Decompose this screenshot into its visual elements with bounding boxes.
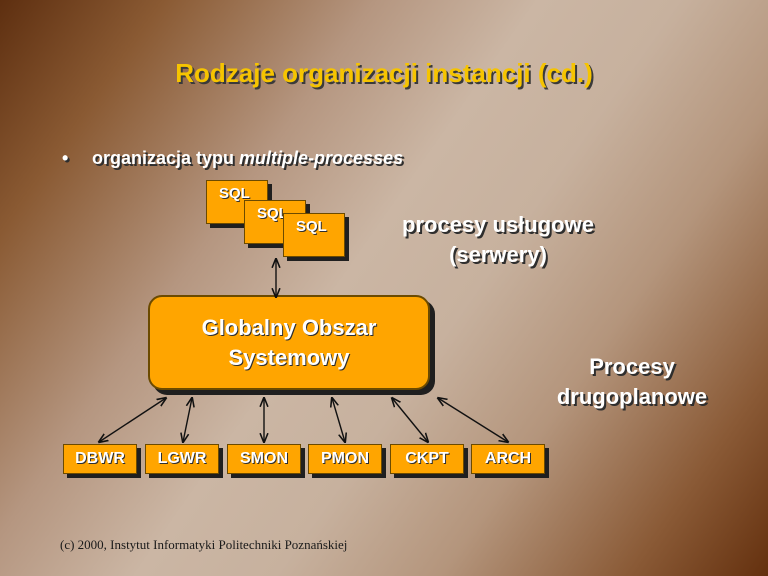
- server-label-line1: procesy usługowe: [402, 212, 594, 237]
- process-box-smon: SMON: [227, 444, 301, 474]
- bullet-symbol: •: [62, 148, 69, 168]
- process-box-pmon: PMON: [308, 444, 382, 474]
- server-label-line2: (serwery): [449, 242, 547, 267]
- arrow-arch: [438, 398, 508, 442]
- process-box-arch: ARCH: [471, 444, 545, 474]
- process-box-lgwr: LGWR: [145, 444, 219, 474]
- process-box-ckpt: CKPT: [390, 444, 464, 474]
- footer-copyright: (c) 2000, Instytut Informatyki Politechn…: [60, 537, 348, 552]
- bullet-text-italic: multiple-processes: [239, 148, 404, 168]
- bullet-text: organizacja typu: [92, 148, 240, 168]
- background-label-line1: Procesy: [589, 354, 675, 379]
- sga-line1: Globalny Obszar: [201, 315, 377, 340]
- background-label-line2: drugoplanowe: [556, 384, 708, 409]
- arrow-ckpt: [392, 398, 428, 442]
- arrow-dbwr: [99, 398, 166, 442]
- process-box-dbwr: DBWR: [63, 444, 137, 474]
- sga-box: Globalny Obszar Systemowy: [148, 295, 430, 390]
- sga-line2: Systemowy: [228, 345, 350, 370]
- arrow-pmon: [332, 398, 345, 442]
- arrow-lgwr: [183, 398, 192, 442]
- background-processes-label: Procesy drugoplanowe: [540, 352, 724, 412]
- slide-title: Rodzaje organizacji instancji (cd.): [175, 58, 593, 88]
- sql-server-box: SQL: [283, 213, 345, 257]
- server-processes-label: procesy usługowe (serwery): [380, 210, 616, 270]
- bullet-item: • organizacja typu multiple-processes: [62, 148, 403, 169]
